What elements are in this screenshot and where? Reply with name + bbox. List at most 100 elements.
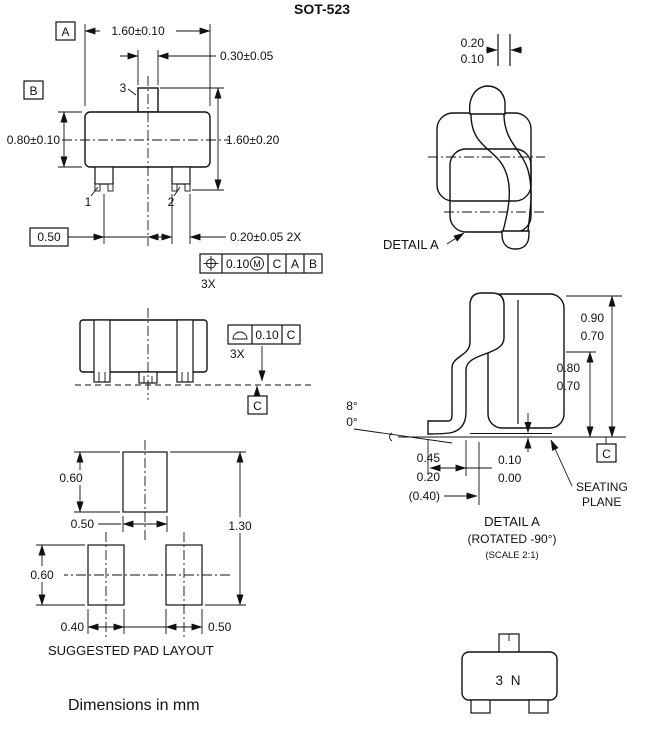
flatness-count-text: 3X [230,347,245,361]
dim-standoff-min-text: 0.00 [498,471,522,485]
pin1-number: 1 [85,195,92,209]
seating-plane-leader [550,439,573,487]
detail-a-view: 0.90 0.70 0.80 0.70 8° 0° 0.45 0.20 [346,292,628,561]
dim-pad2-width: 0.50 [124,609,232,634]
seating-plane-callout: SEATING PLANE [550,439,628,509]
datum-a-label: A [61,25,69,39]
dim-pad1-width-text: 0.40 [61,620,85,634]
dim-standoff-max-text: 0.10 [498,453,522,467]
side-lead-curve-inner [503,113,532,232]
front-view: C 0.10 C 3X [75,308,312,415]
dim-body-height: 0.80±0.10 [7,111,82,168]
side-body-lower [449,148,532,233]
dim-center-pad-height: 0.60 [50,451,120,513]
detail-a-rotation-caption: (ROTATED -90°) [467,532,556,546]
feature-control-frame: 0.10 M C A B 3X [199,253,323,291]
dim-foot-ref-text: (0.40) [409,489,440,503]
dim-body-height-min-text: 0.70 [557,379,581,393]
dim-lead-thickness-min-text: 0.10 [461,52,485,66]
pin3-number: 3 [120,81,127,95]
side-view: 0.20 0.10 DETAIL A [383,34,545,252]
dim-standoff: 0.10 0.00 [470,413,552,485]
dim-lead-thickness-max-text: 0.20 [461,36,485,50]
datum-c-label-detail: C [602,447,611,461]
dim-tab-width-text: 0.30±0.05 [220,49,274,63]
dim-outer-pad-height-text: 0.60 [30,568,54,582]
marking-body [461,651,558,701]
dim-foot-length: 0.45 0.20 [417,440,492,484]
lead-angle: 8° 0° [346,399,453,444]
dim-pitch: 0.50 [29,194,168,247]
datum-a-box [55,21,76,41]
side-lead-top-tab [468,85,506,115]
dim-overall-height-min-text: 0.70 [581,329,605,343]
lead-angle-arc [389,432,393,442]
flatness-control-frame: 0.10 C 3X [227,324,301,382]
detail-a-scale-caption: (SCALE 2:1) [485,550,538,561]
flatness-tolerance-text: 0.10 [255,328,279,342]
lead-angle-max-text: 8° [346,399,358,413]
detail-a-callout: DETAIL A [383,237,439,252]
dim-overall-width: A 1.60±0.10 [55,21,211,106]
marking-code: 3 N [495,673,522,688]
dim-body-height-detail: 0.80 0.70 [557,351,596,438]
gull-wing-lead [427,292,505,435]
flatness-datum-text: C [287,328,296,342]
top-view: A 1.60±0.10 0.30±0.05 B 0.80±0.10 1.60±0… [7,21,323,291]
dim-overall-height: 1.60±0.20 [160,87,280,191]
marking-view: 3 N [461,633,558,714]
datum-c-label-front: C [253,399,262,413]
dim-center-pad-width: 0.50 [71,516,168,532]
units-note: Dimensions in mm [68,697,200,714]
fcf-datum1-text: C [273,257,282,271]
dim-pad1-width: 0.40 [61,609,125,634]
dim-overall-width-text: 1.60±0.10 [111,24,165,38]
side-lead-curve-outer [470,113,510,232]
front-lead-left [93,319,111,383]
dim-center-pad-height-text: 0.60 [59,471,83,485]
pin1-leader [90,186,99,197]
dim-foot-length-max-text: 0.45 [417,451,441,465]
dim-overall-height-max-text: 0.90 [581,311,605,325]
detail-a-caption: DETAIL A [484,514,540,529]
datum-b-label: B [29,84,37,98]
position-tolerance-icon [203,256,219,271]
dim-foot-ref: (0.40) [409,442,480,505]
page-title: SOT-523 [294,1,350,17]
front-lead-right [176,319,194,383]
dim-center-pad-width-text: 0.50 [71,517,95,531]
seating-plane-text-1: SEATING [576,480,628,494]
fcf-tolerance-text: 0.10 [226,257,250,271]
dim-pitch-text: 0.50 [37,230,61,244]
dim-overall-span: 1.30 [170,451,262,606]
flatness-icon [232,331,248,340]
pin2-leader [173,186,181,197]
marking-pin2-tab [528,699,549,714]
fcf-modifier-text: M [253,259,261,269]
lead-angle-min-text: 0° [346,415,358,429]
marking-pin1-tab [470,699,491,714]
dim-lead-thickness: 0.20 0.10 [461,34,522,66]
pin2-number: 2 [168,195,175,209]
fcf-frame [199,253,323,274]
datum-c-box-front [247,395,268,415]
pad-layout-view: 0.60 0.50 1.30 0.60 0.40 [20,440,262,658]
dim-lead-width: 0.20±0.05 2X [154,194,301,244]
dim-outer-pad-height: 0.60 [20,544,85,606]
lead-angle-line [353,428,453,444]
pin2-lead [171,166,191,192]
dim-foot-length-min-text: 0.20 [417,470,441,484]
seating-plane-text-2: PLANE [582,495,621,509]
datum-b-box [23,80,44,100]
package-body-top-view [84,111,211,168]
pad-layout-caption: SUGGESTED PAD LAYOUT [48,643,214,658]
fcf-datum3-text: B [309,257,317,271]
dim-overall-height-text: 1.60±0.20 [226,133,280,147]
dim-overall-height-detail: 0.90 0.70 [566,295,622,438]
dim-body-height-text: 0.80±0.10 [7,133,61,147]
dim-lead-width-text: 0.20±0.05 2X [230,230,301,244]
detail-a-leader [446,232,465,245]
dim-overall-span-text: 1.30 [228,519,252,533]
